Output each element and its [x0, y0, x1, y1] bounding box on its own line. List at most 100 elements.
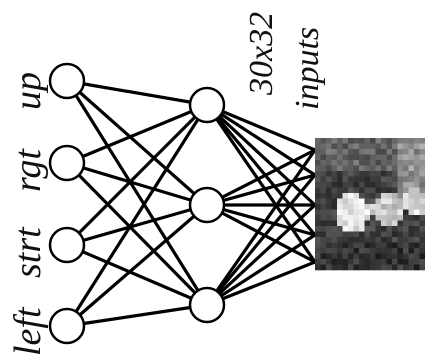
input-image-pixel	[359, 198, 365, 205]
input-image-pixel	[375, 204, 382, 210]
input-image-pixel	[359, 176, 365, 183]
input-image-pixel	[408, 171, 415, 177]
input-image-pixel	[326, 215, 332, 221]
input-image-pixel	[403, 149, 409, 155]
input-image-pixel	[370, 154, 376, 161]
output-label-rgt: rgt	[7, 148, 49, 192]
input-image-pixel	[370, 209, 376, 216]
input-image-pixel	[359, 215, 365, 221]
input-image-pixel	[392, 215, 398, 221]
input-image-pixel	[397, 259, 404, 265]
input-image-pixel	[408, 215, 415, 221]
input-image-pixel	[337, 187, 343, 194]
input-image-pixel	[364, 138, 371, 144]
input-image-pixel	[353, 182, 360, 188]
connection-hidden-0-input-4	[205, 103, 317, 264]
input-image-pixel	[381, 204, 387, 210]
input-image-pixel	[353, 264, 360, 271]
input-image-pixel	[397, 215, 404, 221]
input-image-pixel	[381, 160, 387, 166]
input-image-pixel	[331, 171, 338, 177]
input-image-pixel	[403, 226, 409, 232]
input-image-pixel	[331, 220, 338, 227]
input-image-pixel	[397, 198, 404, 205]
input-image-pixel	[315, 193, 321, 199]
connection-hidden-2-input-3	[205, 233, 317, 307]
input-image-pixel	[386, 259, 393, 265]
input-image-pixel	[381, 165, 387, 172]
input-image-pixel	[419, 231, 425, 238]
input-image-pixel	[315, 215, 321, 221]
input-image-pixel	[370, 193, 376, 199]
input-image-pixel	[381, 187, 387, 194]
input-image-pixel	[326, 259, 332, 265]
input-image-pixel	[381, 193, 387, 199]
input-image-pixel	[408, 176, 415, 183]
input-image-pixel	[414, 160, 420, 166]
input-image-pixel	[359, 264, 365, 271]
input-image-pixel	[342, 242, 349, 249]
input-image-pixel	[370, 171, 376, 177]
input-image-pixel	[348, 215, 354, 221]
input-image-pixel	[331, 264, 338, 271]
input-image-pixel	[315, 143, 321, 150]
input-image-pixel	[386, 143, 393, 150]
input-image-pixel	[381, 171, 387, 177]
input-image-pixel	[381, 154, 387, 161]
input-image-pixel	[348, 198, 354, 205]
input-image-pixel	[337, 193, 343, 199]
input-caption-line2: inputs	[289, 27, 326, 110]
input-image-pixel	[331, 209, 338, 216]
input-image-pixel	[381, 149, 387, 155]
input-image-pixel	[320, 226, 327, 232]
input-image-pixel	[370, 226, 376, 232]
input-image-pixel	[326, 154, 332, 161]
input-image-pixel	[326, 176, 332, 183]
input-image-pixel	[375, 149, 382, 155]
input-image-pixel	[320, 264, 327, 271]
input-image-pixel	[342, 231, 349, 238]
input-image-pixel	[392, 182, 398, 188]
input-image-pixel	[348, 193, 354, 199]
input-image-pixel	[419, 187, 425, 194]
input-image-pixel	[348, 154, 354, 161]
input-image-pixel	[353, 220, 360, 227]
input-image-pixel	[320, 160, 327, 166]
input-image-pixel	[331, 226, 338, 232]
input-image-pixel	[408, 165, 415, 172]
input-image-pixel	[337, 220, 343, 227]
input-image-pixel	[397, 182, 404, 188]
hidden-node-1	[188, 86, 226, 124]
input-image-pixel	[326, 248, 332, 254]
input-image-pixel	[381, 209, 387, 216]
input-image-pixel	[315, 248, 321, 254]
hidden-node-3	[188, 286, 226, 324]
input-image-pixel	[353, 187, 360, 194]
input-image-pixel	[419, 193, 425, 199]
input-image-pixel	[375, 253, 382, 260]
input-image-pixel	[386, 193, 393, 199]
input-image-pixel	[315, 165, 321, 172]
input-image-pixel	[381, 215, 387, 221]
input-image-pixel	[375, 264, 382, 271]
input-image-pixel	[403, 182, 409, 188]
input-image-pixel	[320, 143, 327, 150]
input-image-pixel	[331, 231, 338, 238]
input-image-pixel	[419, 220, 425, 227]
input-image-pixel	[331, 204, 338, 210]
connection-hidden-1-input-4	[205, 203, 317, 264]
input-image-pixel	[392, 165, 398, 172]
input-image-pixel	[320, 259, 327, 265]
input-image-pixel	[315, 237, 321, 243]
input-image-pixel	[381, 182, 387, 188]
input-image-pixel	[342, 176, 349, 183]
output-label-left: left	[7, 306, 49, 356]
connection-hidden-2-input-1	[205, 173, 317, 307]
input-image-pixel	[414, 215, 420, 221]
input-image-pixel	[392, 253, 398, 260]
input-image-pixel	[375, 182, 382, 188]
input-image-pixel	[386, 149, 393, 155]
input-image-pixel	[419, 264, 425, 271]
input-image-pixel	[326, 160, 332, 166]
